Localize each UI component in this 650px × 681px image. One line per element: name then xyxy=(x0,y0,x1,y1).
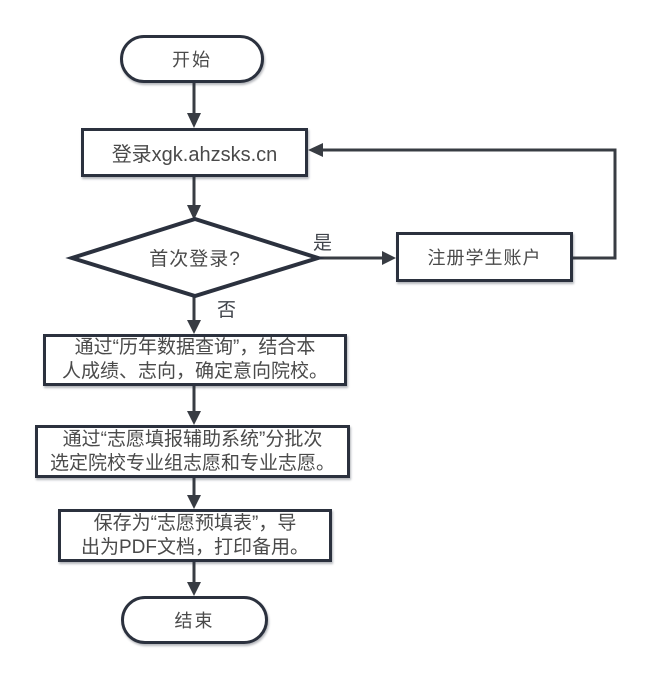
arrowhead-feedback-into-login xyxy=(308,143,323,157)
arrowhead-into-decision xyxy=(187,205,201,220)
node-end-label: 结束 xyxy=(174,611,215,631)
node-save: 保存为“志愿预填表”，导 出为PDF文档，打印备用。 xyxy=(58,509,332,562)
arrowhead-into-research xyxy=(187,320,201,334)
node-research-line1: 通过“历年数据查询”，结合本 xyxy=(74,337,316,358)
node-register: 注册学生账户 xyxy=(396,232,573,282)
arrowhead-into-register xyxy=(382,251,396,265)
node-research: 通过“历年数据查询”，结合本 人成绩、志向，确定意向院校。 xyxy=(43,334,347,386)
node-decision-label: 首次登录? xyxy=(149,249,241,270)
arrowhead-into-end xyxy=(187,582,201,596)
node-fill: 通过“志愿填报辅助系统”分批次 选定院校专业组志愿和专业志愿。 xyxy=(35,425,350,478)
arrowhead-into-save xyxy=(187,495,201,509)
node-end: 结束 xyxy=(121,596,268,644)
node-login-label: 登录xgk.ahzsks.cn xyxy=(111,144,278,166)
edge-label-no: 否 xyxy=(217,300,237,321)
arrowhead-into-login xyxy=(187,113,201,128)
edge-label-yes: 是 xyxy=(313,233,333,254)
node-start-label: 开始 xyxy=(172,50,212,70)
node-research-line2: 人成绩、志向，确定意向院校。 xyxy=(61,361,328,382)
decision-diamond-shape xyxy=(65,216,325,299)
node-save-line2: 出为PDF文档，打印备用。 xyxy=(80,536,309,558)
node-save-line1: 保存为“志愿预填表”，导 xyxy=(93,512,297,534)
arrowhead-into-fill xyxy=(187,411,201,425)
node-start: 开始 xyxy=(120,35,264,83)
node-fill-line1: 通过“志愿填报辅助系统”分批次 xyxy=(62,428,323,450)
edge-register-feedback-to-login xyxy=(322,148,617,260)
node-login: 登录xgk.ahzsks.cn xyxy=(81,128,308,177)
node-register-label: 注册学生账户 xyxy=(427,248,542,268)
node-fill-line2: 选定院校专业组志愿和专业志愿。 xyxy=(49,452,335,474)
